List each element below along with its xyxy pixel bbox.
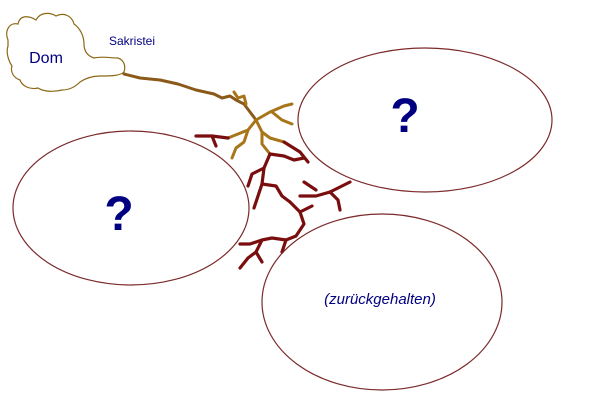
label-dom: Dom xyxy=(29,50,63,67)
connection-path xyxy=(122,72,258,122)
branch-network-dark xyxy=(194,134,352,270)
branch-network-light xyxy=(226,90,294,160)
ellipse-upper-right xyxy=(297,47,553,193)
dom-outline xyxy=(6,12,126,92)
ellipse-left xyxy=(12,130,250,286)
label-sakristei: Sakristei xyxy=(109,34,155,48)
label-zurueckgehalten: (zurückgehalten) xyxy=(324,291,436,308)
label-upper-right-question: ? xyxy=(390,90,419,143)
label-left-question: ? xyxy=(104,188,133,241)
ellipse-lower-right xyxy=(261,213,503,391)
